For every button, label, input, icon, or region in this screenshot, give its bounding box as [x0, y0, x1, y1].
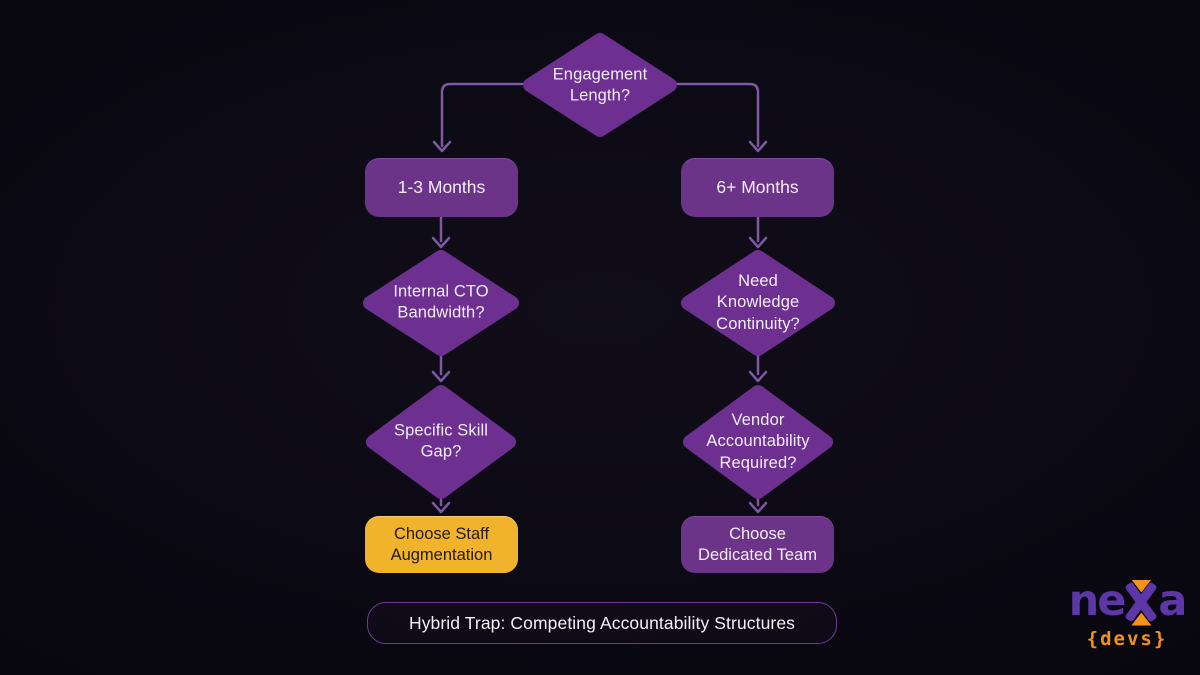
arrowhead-icon	[748, 370, 768, 383]
arrowhead-icon	[431, 501, 451, 514]
specific-skill-gap-diamond	[366, 385, 516, 499]
connector-root-left	[440, 82, 525, 148]
internal-cto-bandwidth-label: Internal CTO Bandwidth?	[393, 282, 489, 322]
arrowhead-icon	[748, 140, 768, 153]
specific-skill-gap-label: Specific Skill Gap?	[393, 421, 488, 461]
arrowhead-icon	[748, 236, 768, 249]
engagement-length-label: Engagement Length?	[552, 65, 648, 105]
choose-staff-augmentation-node: Choose Staff Augmentation	[365, 516, 518, 573]
choose-dedicated-team-node: Choose Dedicated Team	[681, 516, 834, 573]
arrowhead-icon	[432, 140, 452, 153]
connector-root-right	[675, 82, 760, 148]
choose-staff-augmentation-label: Choose Staff Augmentation	[390, 524, 493, 564]
hybrid-trap-warning: Hybrid Trap: Competing Accountability St…	[367, 602, 837, 644]
vendor-accountability-diamond	[683, 385, 833, 499]
logo-wordmark-end: a	[1158, 576, 1187, 626]
vendor-accountability-label: Vendor Accountability Required?	[706, 410, 810, 472]
arrowhead-icon	[431, 370, 451, 383]
need-knowledge-continuity-diamond	[681, 250, 835, 356]
hybrid-trap-warning-label: Hybrid Trap: Competing Accountability St…	[408, 612, 796, 633]
duration-6-plus-months-node: 6+ Months	[681, 158, 834, 217]
engagement-length-diamond	[523, 33, 677, 137]
duration-1-3-months-node: 1-3 Months	[365, 158, 518, 217]
connector-lines	[431, 82, 768, 514]
arrowhead-icon	[748, 501, 768, 514]
logo-x-icon	[1124, 579, 1158, 626]
internal-cto-bandwidth-diamond	[363, 250, 519, 356]
arrowhead-icon	[431, 236, 451, 249]
choose-dedicated-team-label: Choose Dedicated Team	[698, 524, 817, 564]
decision-diamonds	[363, 33, 835, 499]
need-knowledge-continuity-label: Need Knowledge Continuity?	[716, 271, 800, 333]
logo-wordmark-start: ne	[1068, 576, 1127, 626]
logo-subtitle: {devs}	[1086, 628, 1168, 650]
